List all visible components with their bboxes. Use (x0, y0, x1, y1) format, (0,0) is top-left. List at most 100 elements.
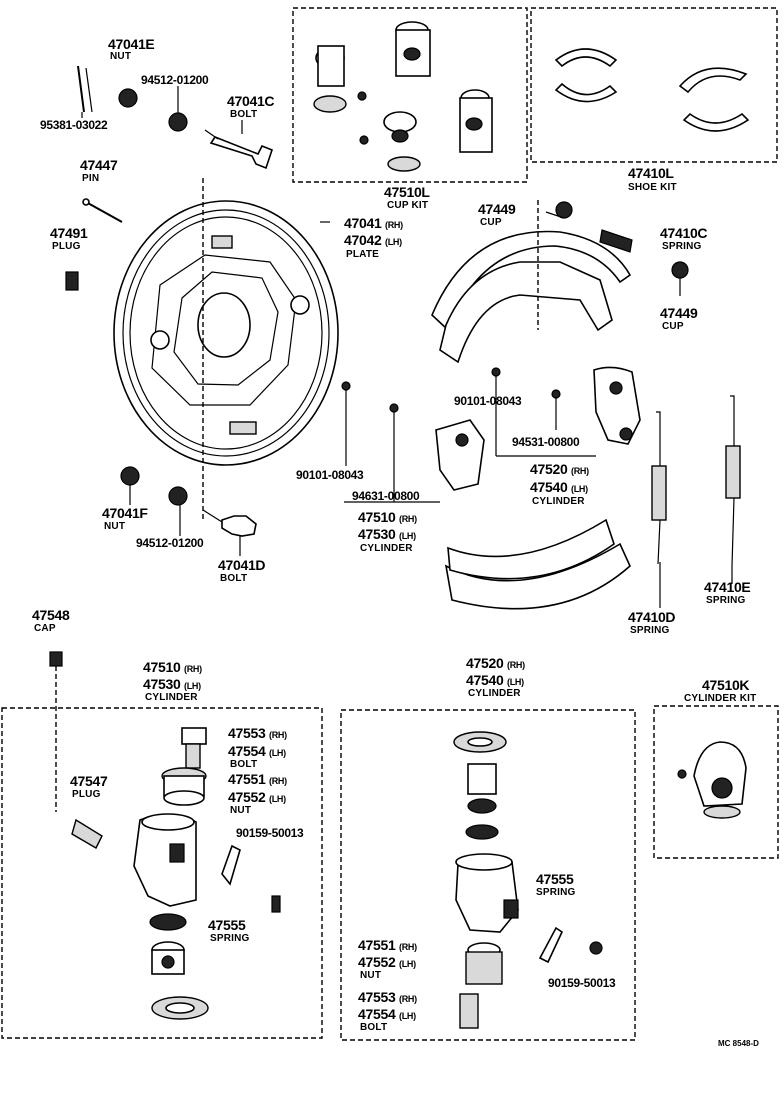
cup-right (465, 824, 499, 840)
bolt-47553-right (459, 993, 479, 1029)
label-b2-47520-tag: (RH) (507, 660, 525, 670)
shoe-kit-box (530, 7, 778, 163)
nut-47551-left (161, 767, 207, 806)
label-b1-47555-name: SPRING (210, 933, 250, 944)
cylinder-box-right (340, 709, 636, 1041)
label-47410e-name: SPRING (706, 595, 746, 606)
label-b1-47551-num: 47551 (228, 771, 266, 787)
label-47449a-name: CUP (480, 217, 502, 228)
label-b1-47551-tag: (RH) (269, 776, 287, 786)
label-47042: 47042 (LH) (344, 233, 402, 247)
label-b2-cylinder: CYLINDER (468, 688, 521, 699)
label-b1-47553-tag: (RH) (269, 730, 287, 740)
label-plate-name: PLATE (346, 249, 380, 260)
label-47410l-name: SHOE KIT (628, 182, 677, 193)
label-b2-47554-tag: (LH) (399, 1011, 416, 1021)
label-b2-nut: NUT (360, 970, 382, 981)
label-47520-num: 47520 (530, 461, 568, 477)
label-47530-num: 47530 (358, 526, 396, 542)
label-47041-num: 47041 (344, 215, 382, 231)
label-b1-47530-tag: (LH) (184, 681, 201, 691)
label-47510l-name: CUP KIT (387, 200, 429, 211)
label-47410c: 47410C (660, 225, 708, 241)
label-b1-47552-num: 47552 (228, 789, 266, 805)
label-94531: 94531-00800 (512, 435, 580, 449)
washer-94512b (168, 486, 188, 506)
label-b1-47547-name: PLUG (72, 789, 101, 800)
label-47410d: 47410D (628, 609, 676, 625)
bolt-47041d (202, 509, 257, 537)
label-47540: 47540 (LH) (530, 480, 588, 494)
label-b1-47551: 47551 (RH) (228, 772, 287, 786)
label-47491: 47491 (50, 225, 88, 241)
stud-bolt-95381 (77, 65, 93, 113)
label-b2-47555: 47555 (536, 871, 574, 887)
pin-47447 (82, 198, 123, 223)
nut-47551-right (465, 942, 503, 985)
label-b1-47530-num: 47530 (143, 676, 181, 692)
label-47510-tag: (RH) (399, 514, 417, 524)
label-47548-name: CAP (34, 623, 56, 634)
spring-47410d (651, 411, 667, 565)
label-94631: 94631-00800 (352, 489, 420, 503)
label-47041f: 47041F (102, 505, 148, 521)
spring-47410c (599, 229, 633, 253)
label-b2-47553-tag: (RH) (399, 994, 417, 1004)
label-94512a: 94512-01200 (141, 73, 209, 87)
label-47041-tag: (RH) (385, 220, 403, 230)
label-47041d-name: BOLT (220, 573, 248, 584)
boot-right (453, 731, 507, 753)
label-b2-47552-num: 47552 (358, 954, 396, 970)
label-47540-num: 47540 (530, 479, 568, 495)
bleeder-screw-right (491, 367, 501, 377)
label-47041e-name: NUT (110, 51, 132, 62)
brake-shoe-lower (444, 518, 631, 610)
label-cyl-mid-name: CYLINDER (360, 543, 413, 554)
label-b2-47551: 47551 (RH) (358, 938, 417, 952)
label-b1-47552: 47552 (LH) (228, 790, 286, 804)
label-b2-47540: 47540 (LH) (466, 673, 524, 687)
cylinder-body-left (133, 813, 197, 907)
label-47041c-name: BOLT (230, 109, 258, 120)
label-b2-47554: 47554 (LH) (358, 1007, 416, 1021)
label-47449b-name: CUP (662, 321, 684, 332)
label-b1-47530: 47530 (LH) (143, 677, 201, 691)
label-b2-47553: 47553 (RH) (358, 990, 417, 1004)
label-b1-47547: 47547 (70, 773, 108, 789)
label-b1-47553-num: 47553 (228, 725, 266, 741)
label-b1-47510-tag: (RH) (184, 664, 202, 674)
label-b1-nut: NUT (230, 805, 252, 816)
label-95381: 95381-03022 (40, 118, 108, 132)
label-47540-tag: (LH) (571, 484, 588, 494)
label-b1-47552-tag: (LH) (269, 794, 286, 804)
bolt-47041c (204, 129, 273, 170)
backing-plate (113, 200, 339, 466)
label-b2-90159: 90159-50013 (548, 976, 616, 990)
label-b2-47552: 47552 (LH) (358, 955, 416, 969)
label-b1-bolt: BOLT (230, 759, 258, 770)
label-47410d-name: SPRING (630, 625, 670, 636)
label-b1-cylinder: CYLINDER (145, 692, 198, 703)
nut-47041f (120, 466, 140, 486)
label-47449a: 47449 (478, 201, 516, 217)
bleeder-cap-right (551, 389, 561, 399)
label-47041f-name: NUT (104, 521, 126, 532)
label-47041c: 47041C (227, 93, 275, 109)
label-47548: 47548 (32, 607, 70, 623)
label-47410l: 47410L (628, 165, 674, 181)
spring-47410e (725, 395, 741, 567)
label-47520-tag: (RH) (571, 466, 589, 476)
label-47510l: 47510L (384, 184, 430, 200)
bolt-47553-left (181, 727, 207, 769)
label-b1-47554: 47554 (LH) (228, 744, 286, 758)
wheel-cylinder-middle (435, 419, 485, 491)
label-b2-47555-name: SPRING (536, 887, 576, 898)
label-94512b: 94512-01200 (136, 536, 204, 550)
label-b2-47554-num: 47554 (358, 1006, 396, 1022)
washer-94512a (168, 104, 188, 132)
nut-47041e (118, 88, 138, 108)
label-47510-num: 47510 (358, 509, 396, 525)
boot-left (151, 996, 209, 1020)
